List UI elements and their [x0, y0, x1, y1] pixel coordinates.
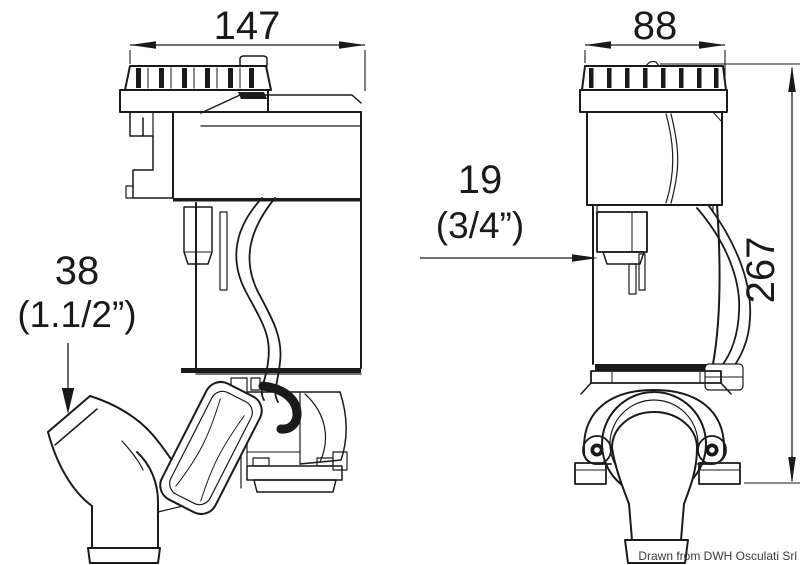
dim-side-width-text: 147	[214, 4, 281, 48]
side-view-base	[246, 457, 343, 493]
front-view-body	[592, 204, 721, 371]
side-view-discharge-stub	[183, 206, 228, 291]
side-view	[47, 55, 362, 564]
arrowhead-left-icon	[130, 41, 156, 49]
dimension-outlet: 19 (3/4”)	[420, 158, 598, 262]
dimension-inlet: 38 (1.1/2”)	[17, 249, 137, 414]
side-view-hose-clamp	[159, 380, 263, 516]
arrowhead-right-icon	[699, 41, 725, 49]
dim-outlet-inches-text: (3/4”)	[436, 205, 524, 246]
front-view-outlet-pipe	[611, 411, 698, 564]
arrowhead-down-icon	[61, 388, 75, 414]
side-view-power-cable	[235, 197, 302, 434]
arrowhead-down-icon	[788, 457, 796, 483]
dimension-height: 267	[660, 63, 800, 484]
arrowhead-left-icon	[585, 41, 611, 49]
front-view-upper-housing	[586, 111, 723, 206]
arrowhead-right-icon	[572, 254, 598, 262]
dimension-side-width: 147	[129, 4, 366, 91]
dim-front-width-text: 88	[633, 4, 678, 48]
dimension-front-width: 88	[584, 4, 726, 87]
front-view-discharge-fitting	[596, 211, 648, 295]
dim-outlet-mm-text: 19	[458, 158, 503, 202]
dim-inlet-inches-text: (1.1/2”)	[17, 294, 136, 335]
side-view-housing	[172, 94, 362, 395]
side-view-inlet-elbow	[47, 395, 184, 564]
side-view-bracket	[125, 111, 174, 199]
dim-height-text: 267	[739, 237, 783, 304]
arrowhead-right-icon	[339, 41, 365, 49]
front-view-ribbed-lid	[581, 60, 727, 91]
watermark-credit: Drawn from DWH Osculati Srl	[638, 549, 797, 563]
side-view-ribbed-lid	[124, 55, 272, 91]
front-view-base	[574, 462, 741, 485]
front-view-flange	[580, 370, 732, 497]
dim-inlet-mm-text: 38	[55, 249, 100, 293]
front-view-lid-base	[579, 89, 728, 113]
front-view	[574, 60, 752, 564]
cable-gland	[258, 381, 302, 434]
arrowhead-up-icon	[788, 66, 796, 92]
side-view-lid-base	[119, 89, 269, 113]
